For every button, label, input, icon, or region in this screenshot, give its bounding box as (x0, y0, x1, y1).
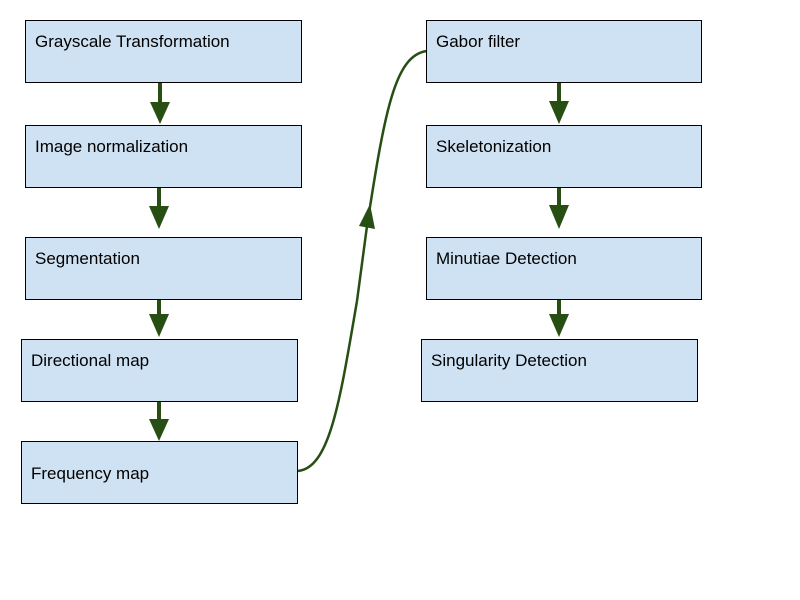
node-gabor-filter: Gabor filter (426, 20, 702, 83)
arrow-grayscale-to-normalization (150, 83, 170, 124)
node-singularity-detection: Singularity Detection (421, 339, 698, 402)
node-label: Skeletonization (436, 137, 552, 156)
node-label: Frequency map (31, 464, 150, 483)
node-label: Image normalization (35, 137, 189, 156)
node-skeletonization: Skeletonization (426, 125, 702, 188)
node-minutiae-detection: Minutiae Detection (426, 237, 702, 300)
node-label: Grayscale Transformation (35, 32, 230, 51)
node-label: Directional map (31, 351, 150, 370)
node-frequency-map: Frequency map (21, 441, 298, 504)
node-label: Gabor filter (436, 32, 521, 51)
arrow-segmentation-to-directional (149, 296, 169, 337)
arrow-skeleton-to-minutiae (549, 188, 569, 229)
arrow-gabor-to-skeleton (549, 83, 569, 124)
arrow-normalization-to-segmentation (149, 188, 169, 229)
arrow-directional-to-frequency (149, 402, 169, 441)
node-grayscale-transformation: Grayscale Transformation (25, 20, 302, 83)
node-label: Segmentation (35, 249, 140, 268)
node-label: Minutiae Detection (436, 249, 577, 268)
node-segmentation: Segmentation (25, 237, 302, 300)
node-image-normalization: Image normalization (25, 125, 302, 188)
node-label: Singularity Detection (431, 351, 587, 370)
node-directional-map: Directional map (21, 339, 298, 402)
arrow-minutiae-to-singularity (549, 296, 569, 337)
arrow-frequency-to-gabor (297, 49, 428, 473)
